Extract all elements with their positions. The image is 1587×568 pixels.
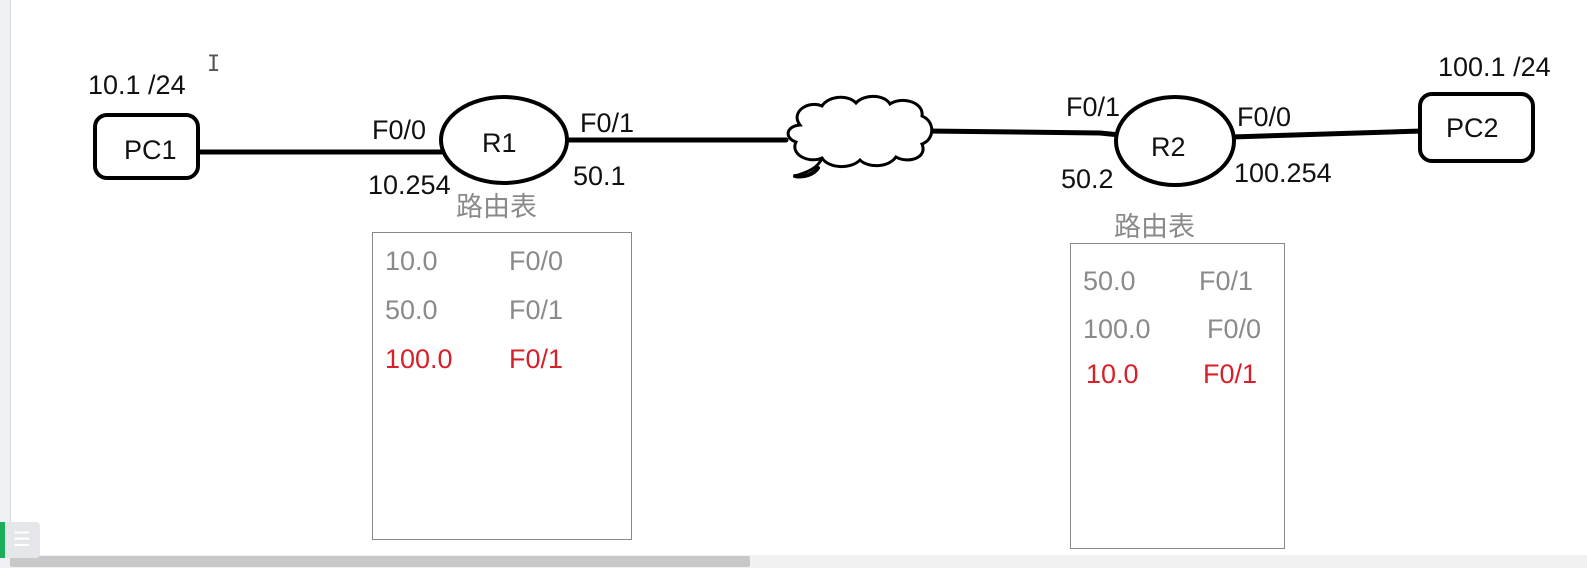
pc2-label: PC2: [1446, 113, 1499, 143]
pc1-label: PC1: [124, 135, 177, 165]
r2-label: R2: [1151, 132, 1186, 162]
r2-f00-label: F0/0: [1237, 102, 1292, 132]
r1-route-network: 100.0: [385, 344, 453, 374]
r2-route-interface: F0/0: [1207, 314, 1262, 344]
left-panel-edge: [0, 0, 11, 568]
r2-route-network: 10.0: [1086, 359, 1139, 389]
r2-route-interface: F0/1: [1199, 266, 1254, 296]
r1-label: R1: [482, 128, 517, 158]
r1-f01-label: F0/1: [580, 108, 635, 138]
cloud-icon: [786, 94, 934, 179]
outline-accent-bar: [0, 522, 5, 558]
r1-shape: [439, 95, 569, 185]
link-r2-pc2: [1229, 128, 1425, 140]
outline-button[interactable]: [0, 522, 40, 558]
r1-route-interface: F0/1: [509, 344, 564, 374]
outline-list-icon[interactable]: ☰: [13, 529, 31, 551]
link-cloud-r2: [923, 128, 1123, 138]
r2-route-interface: F0/1: [1203, 359, 1258, 389]
r2-f00-ip-label: 100.254: [1234, 158, 1332, 188]
r2-f01-label: F0/1: [1066, 92, 1121, 122]
r1-f01-ip-label: 50.1: [573, 161, 626, 191]
pc1-ip-label: 10.1 /24: [88, 70, 186, 100]
r2-route-table: 50.0 F0/1 100.0 F0/0 10.0 F0/1: [1070, 243, 1285, 549]
pc2-box: [1418, 92, 1535, 163]
r1-route-network: 10.0: [385, 246, 438, 276]
r1-route-interface: F0/0: [509, 246, 564, 276]
r2-route-table-title: 路由表: [1114, 212, 1195, 243]
r2-route-network: 100.0: [1083, 314, 1151, 344]
pc2-ip-label: 100.1 /24: [1438, 52, 1551, 82]
pc1-box: [93, 113, 200, 180]
horizontal-scrollbar-thumb[interactable]: [10, 556, 750, 567]
r2-f01-ip-label: 50.2: [1061, 164, 1114, 194]
r2-shape: [1114, 95, 1236, 187]
r1-f00-label: F0/0: [372, 115, 427, 145]
r1-route-table-title: 路由表: [456, 192, 537, 223]
r1-route-network: 50.0: [385, 295, 438, 325]
text-cursor-icon: I: [207, 52, 221, 77]
r1-route-table: 10.0 F0/0 50.0 F0/1 100.0 F0/1: [372, 232, 632, 540]
r1-route-interface: F0/1: [509, 295, 564, 325]
r2-route-network: 50.0: [1083, 266, 1136, 296]
r1-f00-ip-label: 10.254: [368, 170, 451, 200]
